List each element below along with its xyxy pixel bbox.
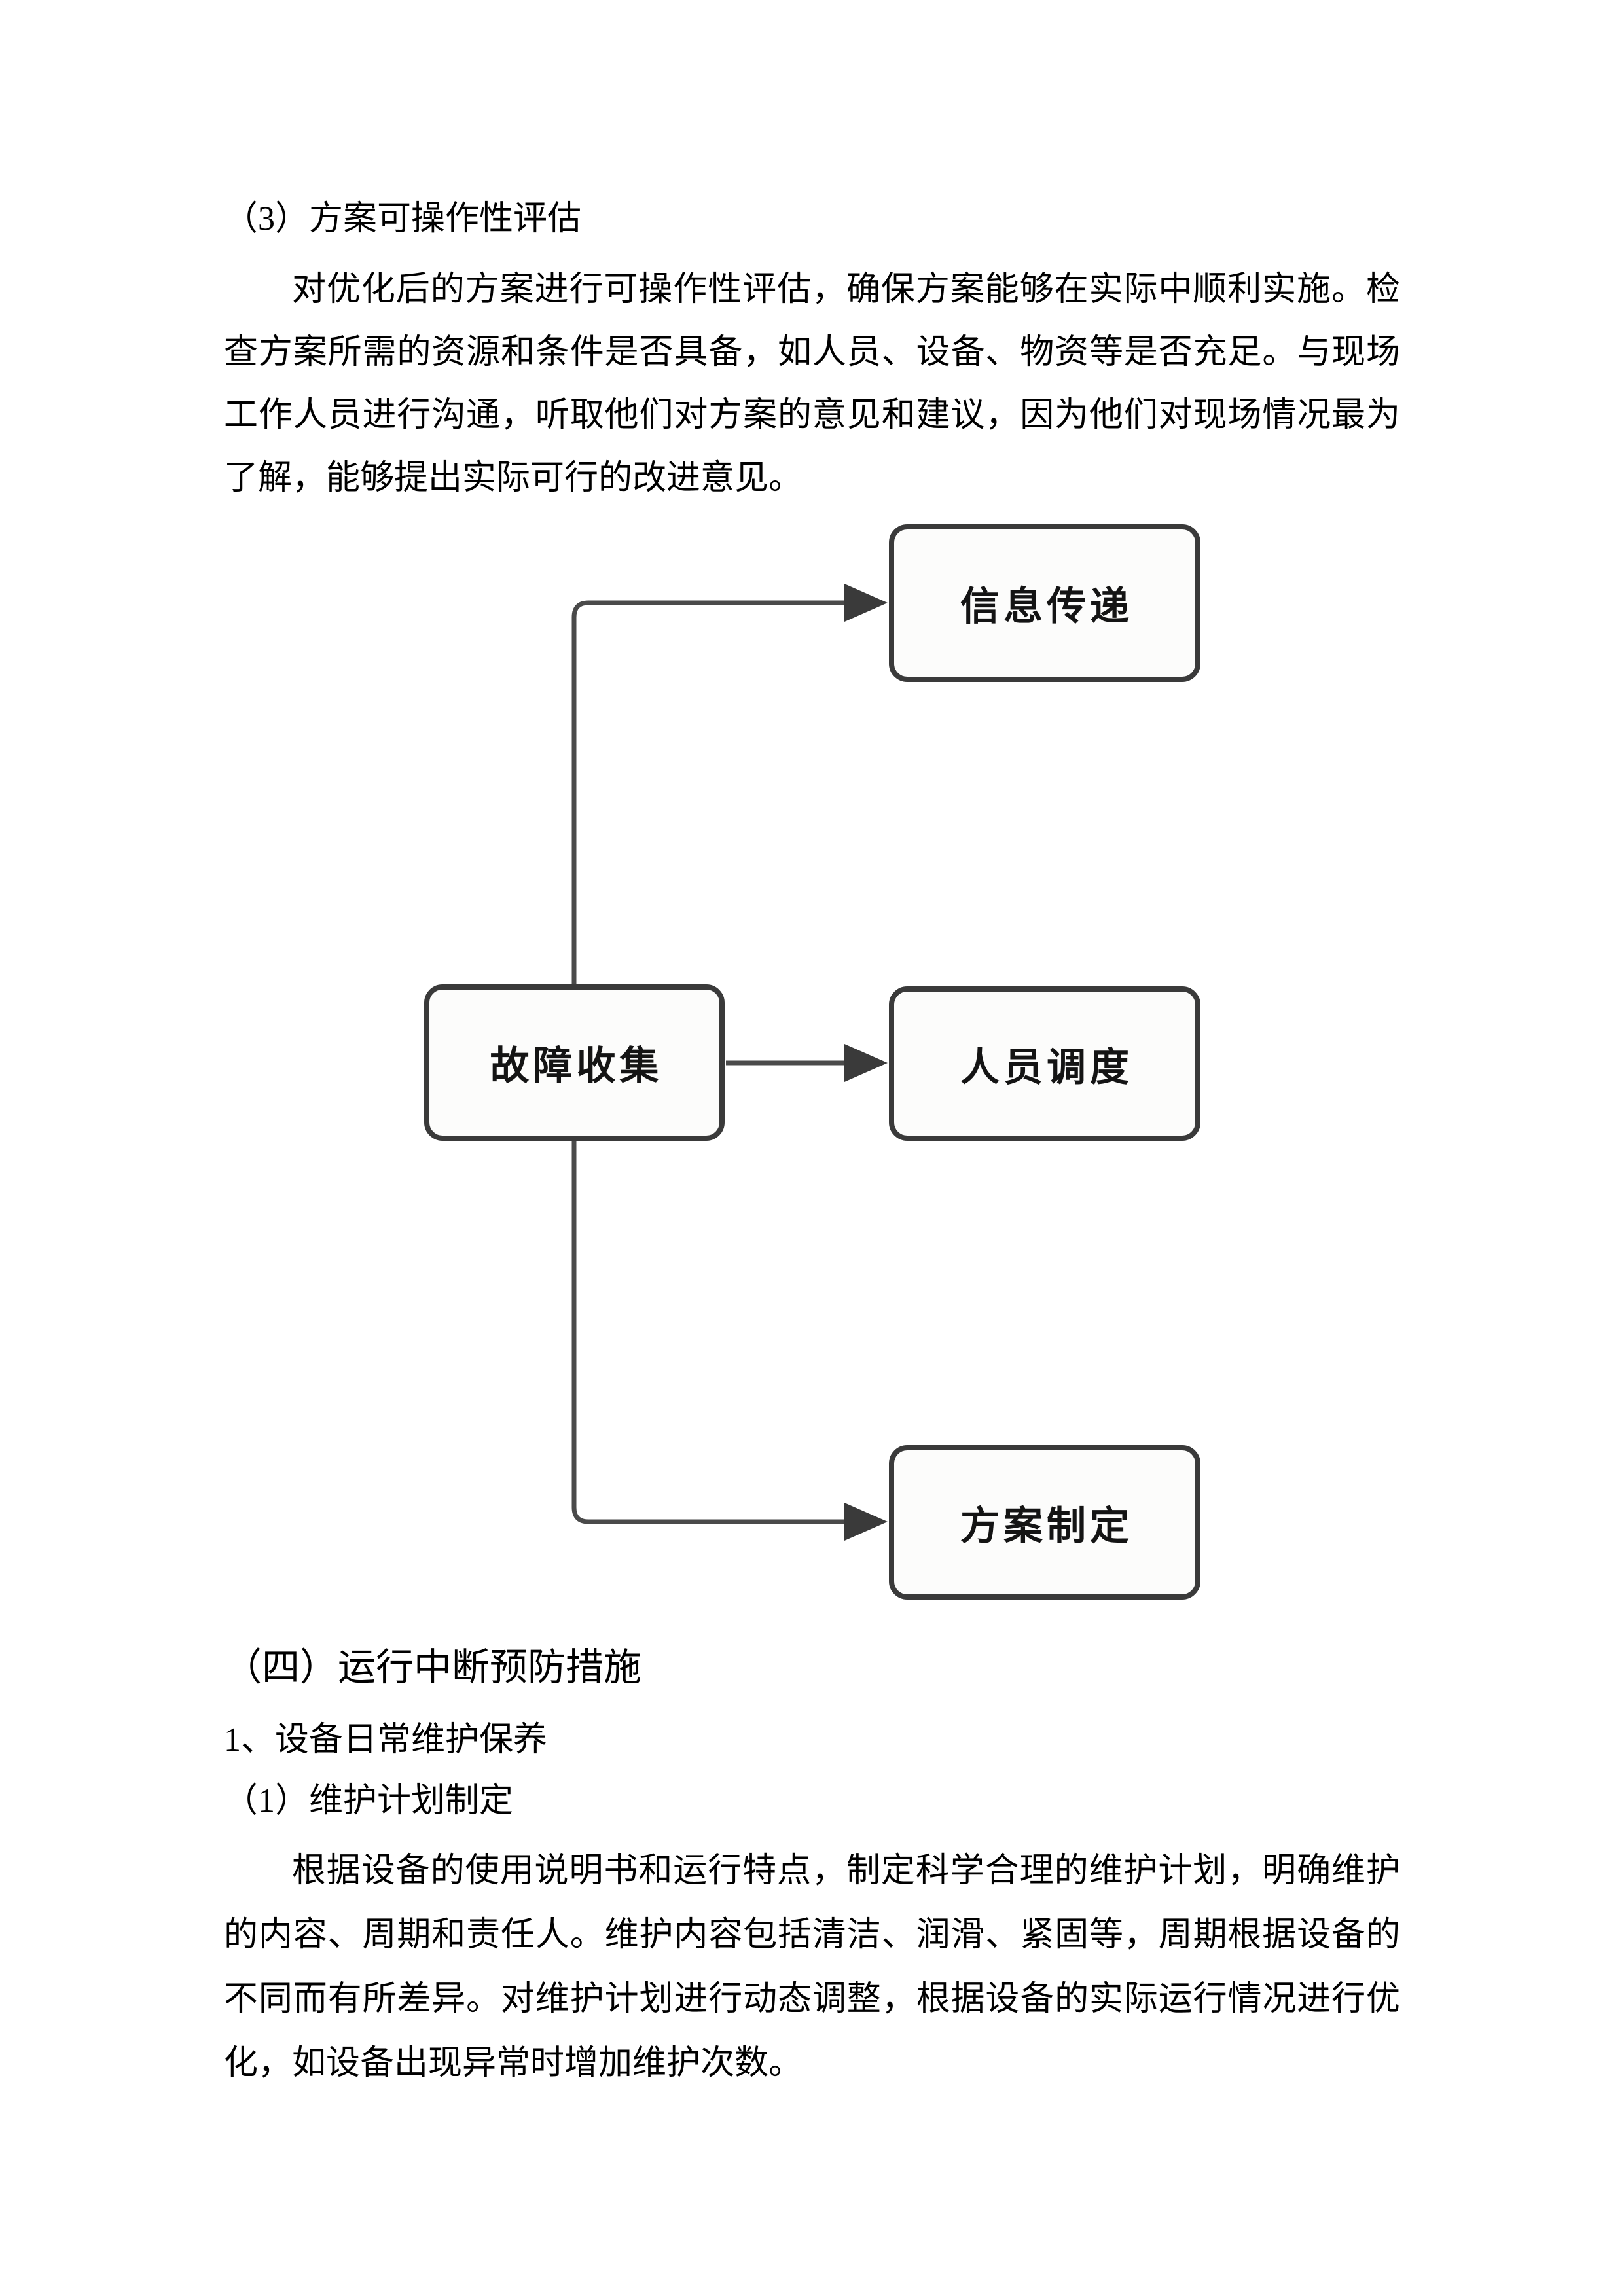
paragraph-2-line: 根据设备的使用说明书和运行特点，制定科学合理的维护计划，明确维护 — [292, 1852, 1400, 1890]
connector-to-info-transfer — [571, 600, 846, 984]
item1-1-heading: （1）维护计划制定 — [224, 1782, 514, 1820]
item1-heading: 1、设备日常维护保养 — [224, 1721, 548, 1759]
section4-heading: （四）运行中断预防措施 — [224, 1646, 642, 1689]
node-personnel-dispatch: 人员调度 — [889, 986, 1200, 1141]
arrowhead-icon — [844, 1044, 888, 1082]
node-fault-collection: 故障收集 — [424, 984, 725, 1141]
paragraph-1-line: 对优化后的方案进行可操作性评估，确保方案能够在实际中顺利实施。检 — [292, 271, 1400, 308]
section3-heading: （3）方案可操作性评估 — [224, 200, 582, 238]
paragraph-2-line: 不同而有所差异。对维护计划进行动态调整，根据设备的实际运行情况进行优 — [224, 1981, 1400, 2018]
paragraph-1-line: 了解，能够提出实际可行的改进意见。 — [224, 459, 803, 497]
arrowhead-icon — [844, 1503, 888, 1541]
node-plan-making: 方案制定 — [889, 1445, 1200, 1600]
paragraph-2-line: 化，如设备出现异常时增加维护次数。 — [224, 2045, 803, 2082]
paragraph-1-line: 工作人员进行沟通，听取他们对方案的意见和建议，因为他们对现场情况最为 — [224, 397, 1400, 434]
connector-to-plan-making — [571, 1141, 846, 1524]
paragraph-2-line: 的内容、周期和责任人。维护内容包括清洁、润滑、紧固等，周期根据设备的 — [224, 1916, 1400, 1954]
paragraph-2: 根据设备的使用说明书和运行特点，制定科学合理的维护计划，明确维护 的内容、周期和… — [224, 1839, 1400, 2096]
paragraph-1-line: 查方案所需的资源和条件是否具备，如人员、设备、物资等是否充足。与现场 — [224, 334, 1400, 371]
node-info-transfer: 信息传递 — [889, 524, 1200, 682]
arrowhead-icon — [844, 584, 888, 622]
paragraph-1: 对优化后的方案进行可操作性评估，确保方案能够在实际中顺利实施。检 查方案所需的资… — [224, 259, 1400, 510]
